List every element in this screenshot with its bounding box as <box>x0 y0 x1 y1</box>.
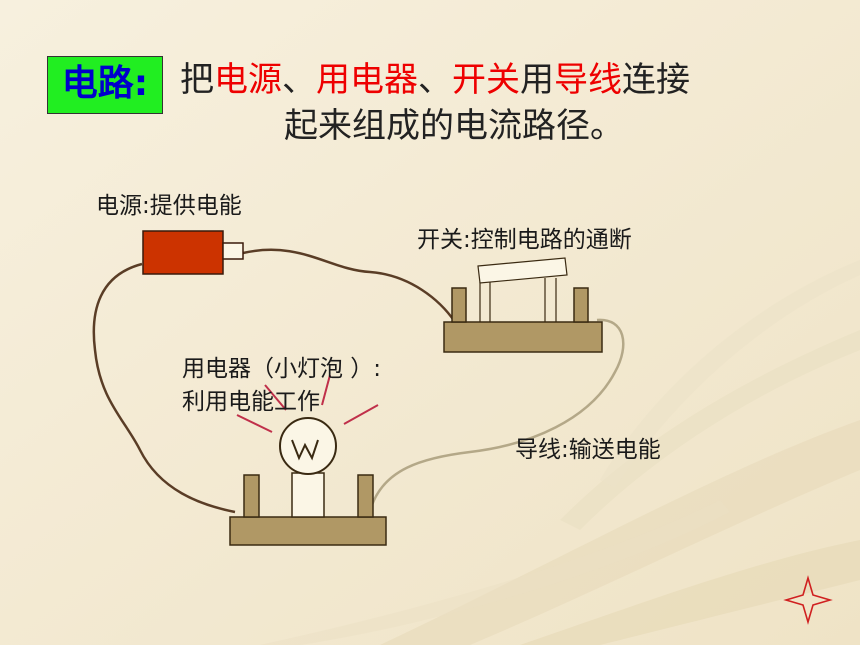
def-highlight-source: 电源 <box>214 60 282 100</box>
label-appliance-line-1: 用电器（小灯泡 ）: <box>182 356 382 382</box>
label-source: 电源:提供电能 <box>96 193 242 219</box>
def-highlight-wire: 导线 <box>554 60 622 100</box>
def-text-4: 用 <box>520 60 554 100</box>
wire-source-to-switch <box>242 248 457 323</box>
def-text-5: 连接 <box>622 60 690 100</box>
wire-switch-to-lamp <box>370 318 625 506</box>
lamp <box>229 374 387 546</box>
label-wire: 导线:输送电能 <box>515 437 661 463</box>
term-text: 电路: <box>61 63 149 104</box>
def-highlight-appliance: 用电器 <box>316 60 418 100</box>
term-box: 电路: <box>47 56 163 114</box>
label-switch: 开关:控制电路的通断 <box>417 227 632 253</box>
star-icon <box>783 575 833 625</box>
def-highlight-switch: 开关 <box>452 60 520 100</box>
definition-line-1: 把电源、用电器、开关用导线连接 <box>180 58 690 102</box>
label-appliance-line-2: 利用电能工作 <box>182 389 320 415</box>
switch <box>443 257 603 353</box>
def-text-2: 、 <box>282 60 316 100</box>
def-text-3: 、 <box>418 60 452 100</box>
battery <box>142 230 244 275</box>
definition-line-2: 起来组成的电流路径。 <box>284 106 624 146</box>
def-text-1: 把 <box>180 60 214 100</box>
wire-source-to-lamp <box>92 262 236 514</box>
